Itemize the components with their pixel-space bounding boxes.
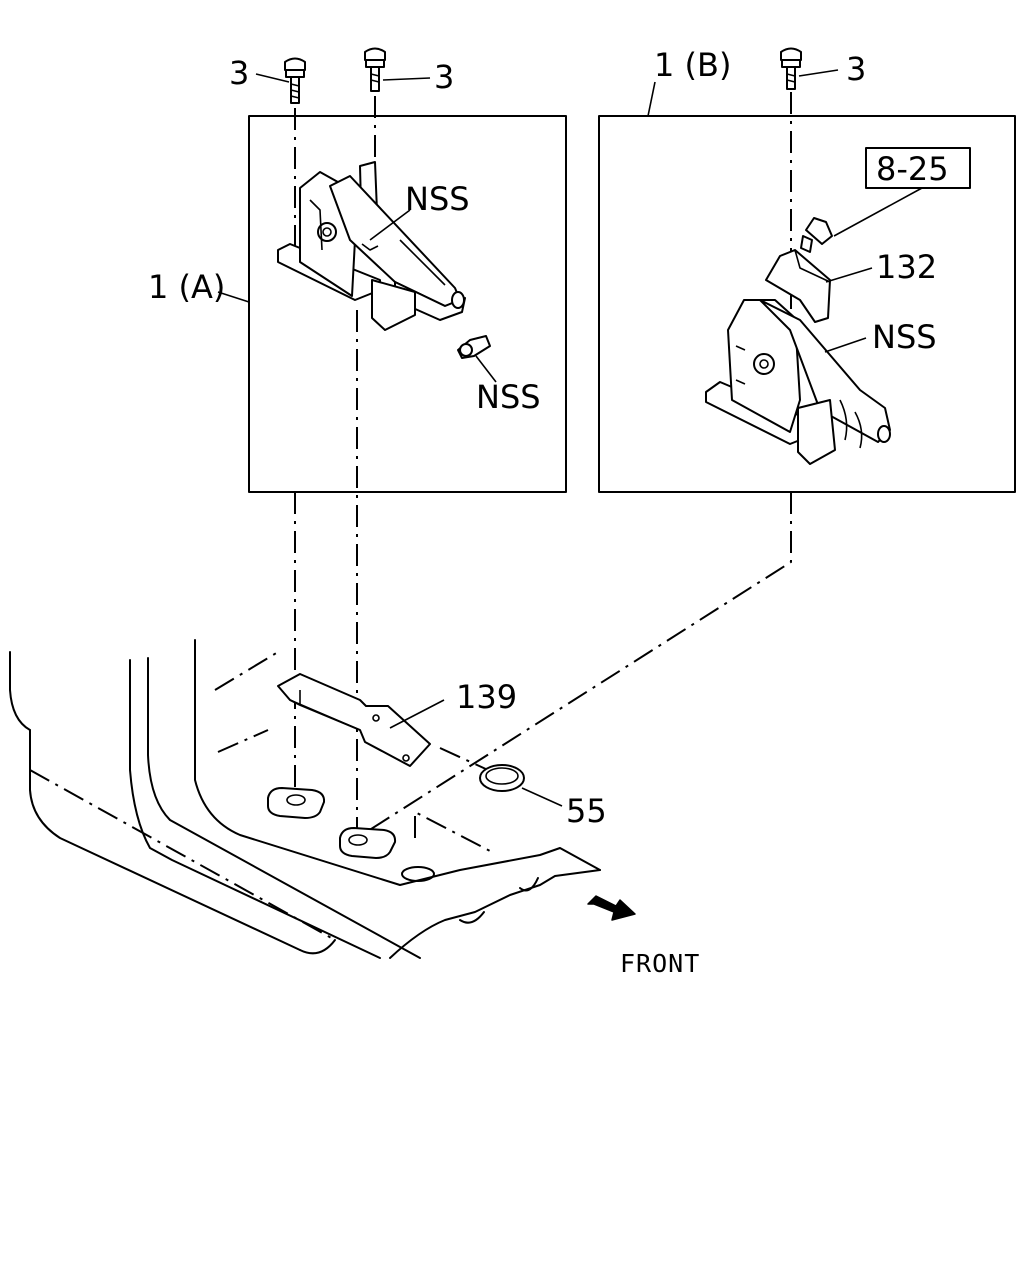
bolt-left-inner [364,47,386,92]
label-ref-8-25: 8-25 [876,150,949,188]
bolt-right [780,47,802,90]
label-bolt-left-inner: 3 [434,58,454,96]
ref-box-frame [865,147,971,189]
label-assembly-a: 1 (A) [148,268,225,306]
detail-box-a [248,115,567,493]
grommet-55 [479,764,525,792]
vehicle-floor [9,639,601,959]
floor-hole [401,866,435,882]
label-front: FRONT [620,949,700,978]
label-part-55: 55 [566,792,607,830]
label-nss-b: NSS [872,318,937,356]
label-part-132: 132 [876,248,937,286]
label-bolt-right: 3 [846,50,866,88]
bracket-assembly-a [277,161,491,359]
bracket-assembly-b [705,217,891,465]
bracket-plate-139 [277,673,431,767]
bolt-left-outer [284,57,306,104]
label-bolt-left-outer: 3 [229,54,249,92]
mounting-pad-right [339,827,397,859]
label-assembly-b: 1 (B) [654,46,731,84]
label-part-139: 139 [456,678,517,716]
detail-box-b [598,115,1016,493]
mounting-pad-left [267,787,326,819]
leader-lines [217,69,923,807]
front-arrow-icon [587,895,636,921]
label-nss-a-upper: NSS [405,180,470,218]
label-nss-a-lower: NSS [476,378,541,416]
